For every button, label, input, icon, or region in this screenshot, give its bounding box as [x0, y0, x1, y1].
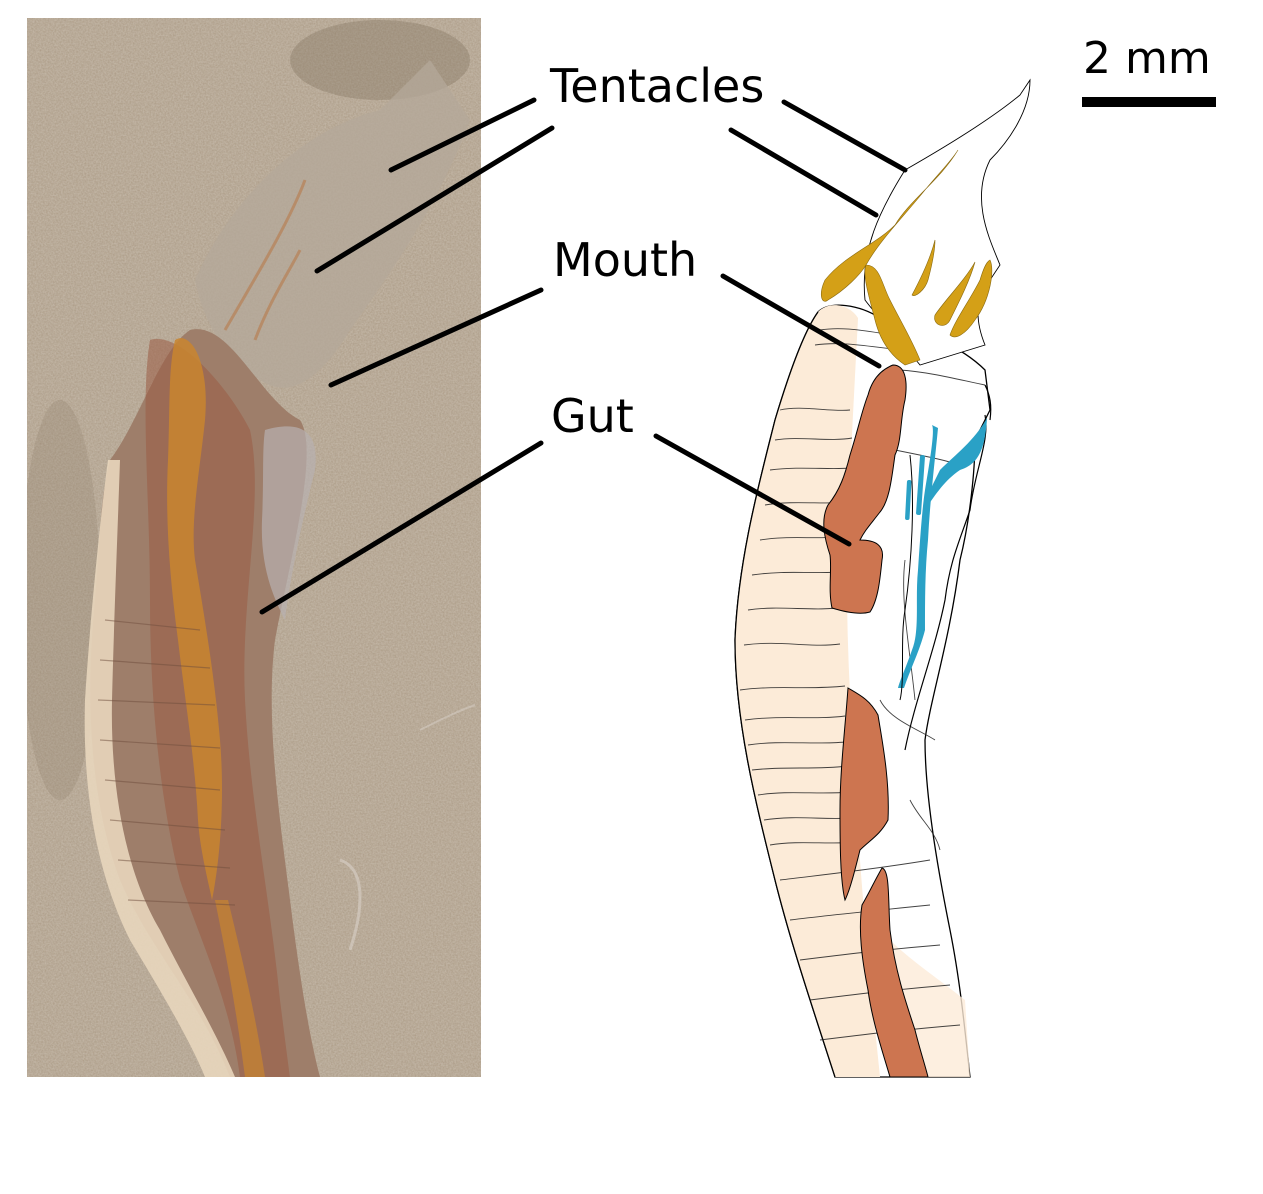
leader-lines — [259, 97, 908, 615]
gut-drawing — [823, 364, 929, 1078]
label-tentacles: Tentacles — [550, 59, 765, 113]
scale-bar — [1082, 97, 1216, 107]
fossil-photo — [27, 18, 481, 1077]
fossil-drawing — [734, 78, 1031, 1078]
label-mouth: Mouth — [553, 233, 698, 287]
label-gut: Gut — [551, 389, 634, 443]
tentacles-drawing — [820, 149, 993, 366]
blue-structure-drawing — [898, 418, 987, 688]
scale-bar-label: 2 mm — [1083, 33, 1211, 84]
